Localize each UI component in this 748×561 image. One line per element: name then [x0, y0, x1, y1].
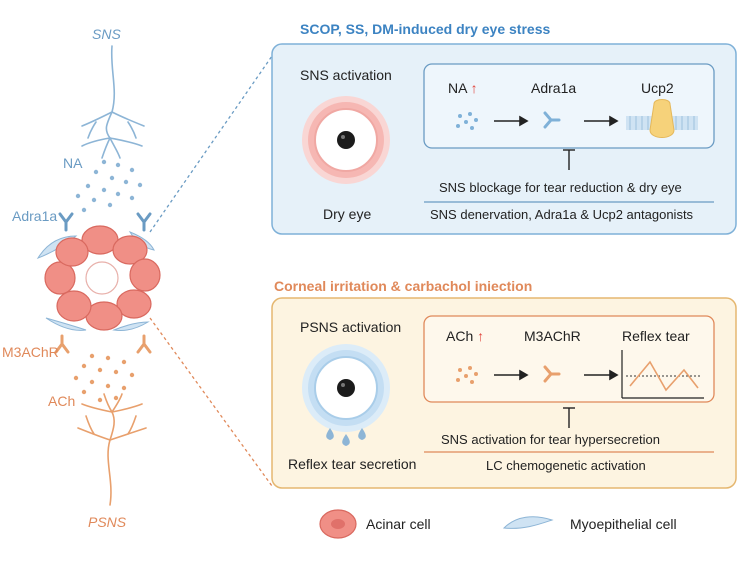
- arrow-icon: [584, 369, 619, 381]
- myoepithelial-cell-legend-icon: [502, 516, 554, 529]
- myoepithelial-cell-legend-label: Myoepithelial cell: [570, 516, 677, 532]
- sns-section-header: SCOP, SS, DM-induced dry eye stress: [300, 21, 551, 37]
- adra1a-receptor-right: [136, 212, 152, 232]
- psns-label: PSNS: [88, 514, 127, 530]
- tear-drop-icon: [358, 428, 366, 440]
- na-label: NA: [63, 155, 83, 171]
- adra1a-step-label: Adra1a: [531, 80, 577, 96]
- sns-blockage-text: SNS blockage for tear reduction & dry ey…: [439, 180, 682, 195]
- increase-arrow-icon: ↑: [477, 328, 485, 344]
- reflex-tear-secretion-caption: Reflex tear secretion: [288, 456, 417, 472]
- orange-dotted-connector: [149, 317, 273, 487]
- sns-intervention-text: SNS denervation, Adra1a & Ucp2 antagonis…: [430, 207, 694, 222]
- na-vesicles: [75, 159, 143, 213]
- psns-nerve: [77, 393, 147, 506]
- m3achr-label: M3AChR: [2, 344, 59, 360]
- psns-activation-title: PSNS activation: [300, 319, 402, 335]
- sns-hypersecretion-text: SNS activation for tear hypersecretion: [441, 432, 660, 447]
- tear-drop-icon: [342, 434, 350, 446]
- ach-step: ACh ↑: [446, 328, 484, 344]
- ach-step-label: ACh: [446, 328, 474, 344]
- na-step-label: NA: [448, 80, 467, 96]
- inhibition-icon: [563, 407, 575, 428]
- reflex-tear-step-label: Reflex tear: [622, 328, 690, 344]
- sns-activation-title: SNS activation: [300, 67, 392, 83]
- na-step: NA ↑: [448, 80, 478, 96]
- m3achr-receptor-left: [54, 334, 70, 354]
- reflex-tear-chart-icon: [621, 350, 704, 399]
- lc-activation-text: LC chemogenetic activation: [486, 458, 646, 473]
- ach-vesicles: [73, 353, 135, 403]
- dry-eye-graphic: [302, 96, 390, 184]
- inhibition-icon: [563, 149, 575, 170]
- m3achr-receptor-icon: [543, 365, 561, 383]
- arrow-icon: [584, 115, 619, 127]
- reflex-tear-eye-graphic: [302, 344, 390, 446]
- na-dots-icon: [456, 112, 478, 130]
- acinar-cell-legend-label: Acinar cell: [366, 516, 431, 532]
- adra1a-receptor-icon: [543, 111, 561, 129]
- ach-dots-icon: [456, 366, 478, 384]
- blue-dotted-connector: [149, 55, 273, 233]
- increase-arrow-icon: ↑: [470, 80, 478, 96]
- acinar-ring: [44, 225, 161, 331]
- m3achr-step-label: M3AChR: [524, 328, 581, 344]
- ach-label: ACh: [48, 393, 76, 409]
- psns-pathway-box: [423, 315, 715, 403]
- psns-section-header: Corneal irritation & carbachol iniection: [274, 278, 533, 294]
- acinar-cell-legend-icon: [319, 509, 357, 539]
- adra1a-label: Adra1a: [12, 208, 58, 224]
- adra1a-receptor-left: [58, 212, 74, 232]
- arrow-icon: [494, 369, 529, 381]
- ucp2-step-label: Ucp2: [641, 80, 674, 96]
- arrow-icon: [494, 115, 529, 127]
- tear-drop-icon: [326, 428, 334, 440]
- dry-eye-caption: Dry eye: [323, 206, 372, 222]
- m3achr-receptor-right: [136, 334, 152, 354]
- sns-nerve: [81, 45, 145, 159]
- membrane-icon: [626, 99, 698, 138]
- sns-label: SNS: [92, 26, 121, 42]
- ucp2-protein-icon: [649, 99, 675, 138]
